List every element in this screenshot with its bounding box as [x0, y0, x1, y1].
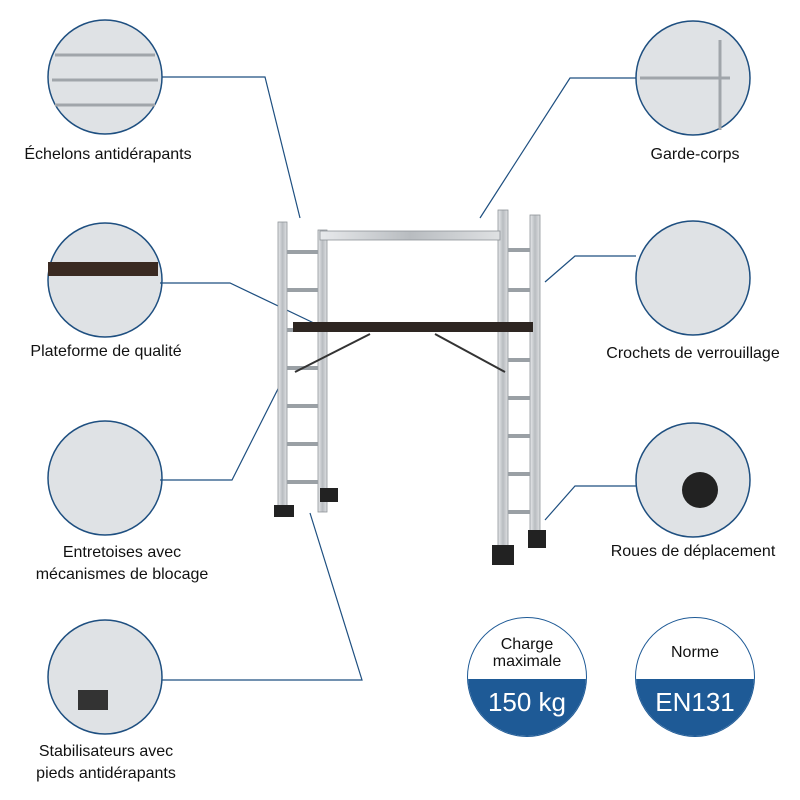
- feature-label-crossbraces: Entretoises avec mécanismes de blocage: [36, 542, 209, 586]
- stabilizer-detail-circle: [47, 619, 163, 735]
- feature-label-locking-hooks: Crochets de verrouillage: [606, 345, 780, 362]
- label-line: Entretoises avec: [62, 544, 182, 561]
- platform-detail-circle: [47, 222, 163, 338]
- label-line: Stabilisateurs avec: [38, 743, 174, 760]
- label-line: mécanismes de blocage: [35, 566, 209, 583]
- badge-title: Charge maximale: [492, 635, 562, 670]
- feature-label-wheels: Roues de déplacement: [610, 543, 776, 560]
- hook-detail-circle: [635, 220, 751, 336]
- crossbrace-detail-circle: [47, 420, 163, 536]
- standard-badge: Norme EN131: [635, 617, 755, 737]
- badge-value: 150 kg: [468, 679, 586, 736]
- feature-label-stabilizers: Stabilisateurs avec pieds antidérapants: [36, 741, 176, 785]
- feature-label-guardrail: Garde-corps: [650, 146, 740, 163]
- feature-label-platform: Plateforme de qualité: [30, 343, 182, 360]
- feature-label-rungs: Échelons antidérapants: [24, 146, 192, 163]
- badge-value: EN131: [636, 679, 754, 736]
- label-line: pieds antidérapants: [36, 765, 176, 782]
- rungs-detail-circle: [47, 19, 163, 135]
- max-load-badge: Charge maximale 150 kg: [467, 617, 587, 737]
- badge-title: Norme: [670, 644, 719, 662]
